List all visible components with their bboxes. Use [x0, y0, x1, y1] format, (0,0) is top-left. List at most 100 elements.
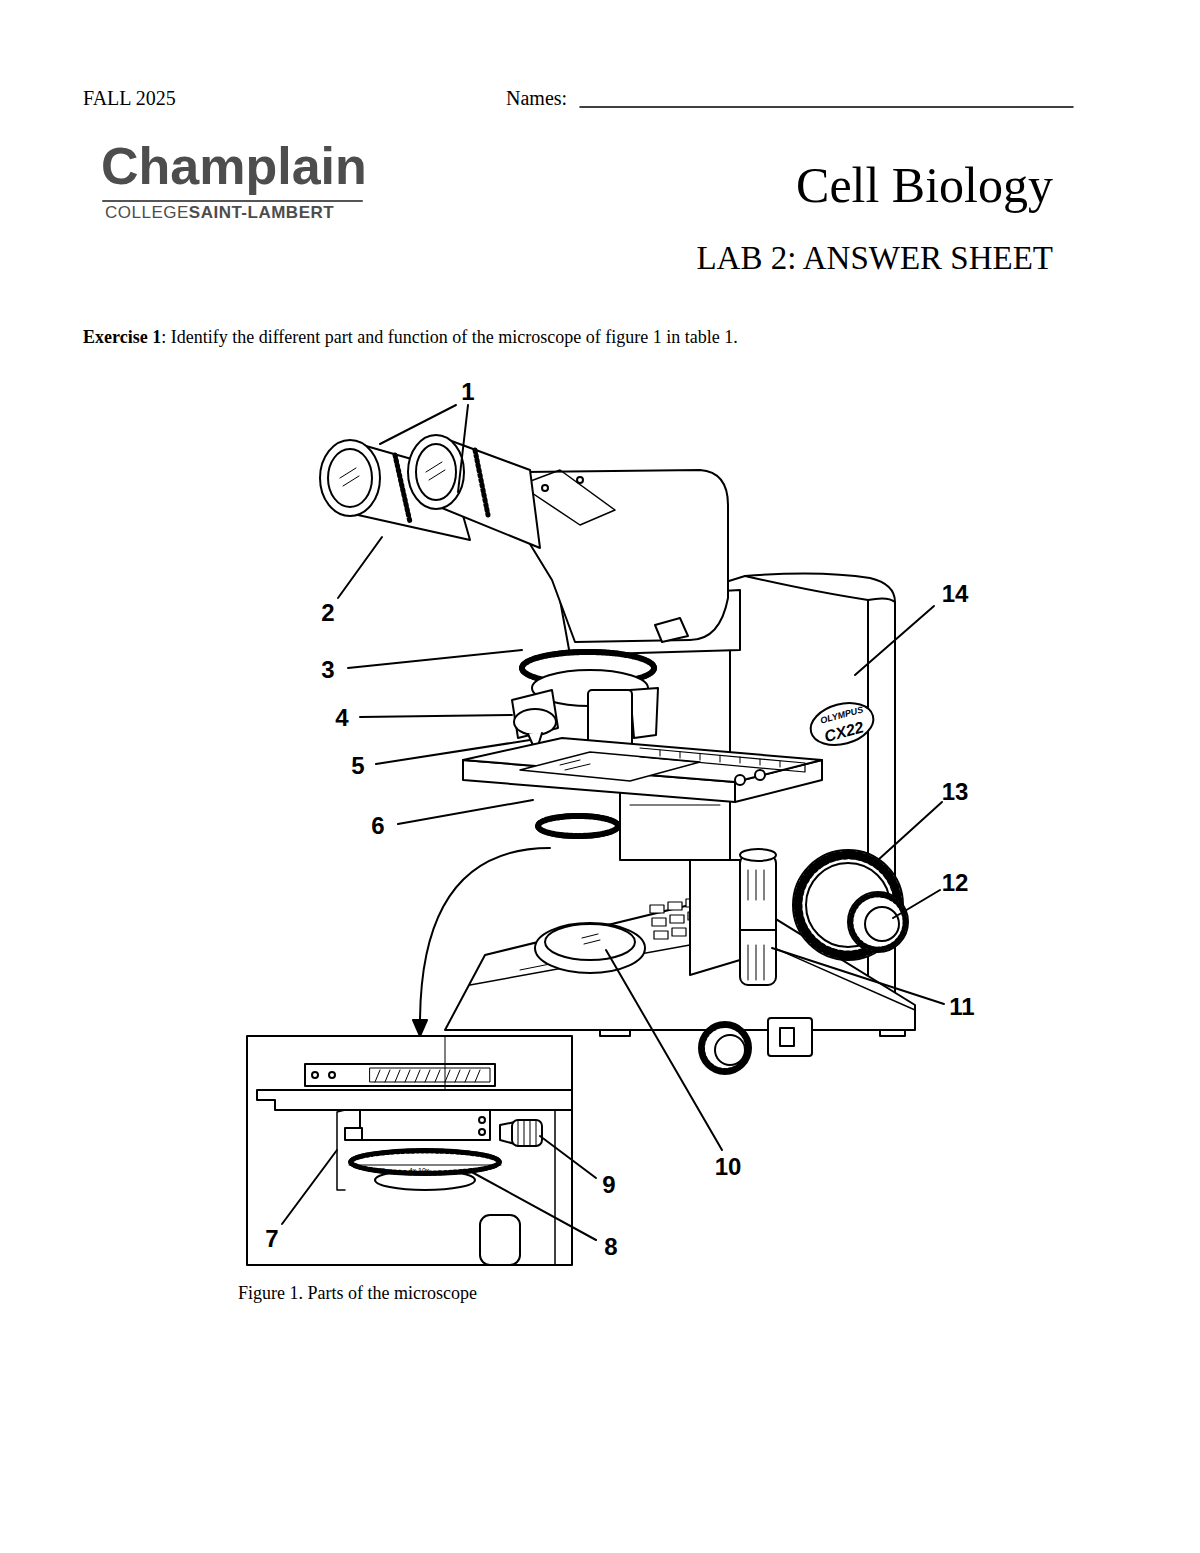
filter-slots — [650, 905, 664, 913]
leader-line — [458, 405, 468, 492]
microscope-arm — [868, 598, 895, 602]
condenser-ring — [538, 816, 618, 836]
microscope-head — [542, 485, 548, 491]
callout-number: 9 — [602, 1172, 615, 1198]
leader-line — [772, 948, 944, 1004]
header-text: Names: — [506, 87, 567, 109]
inset-stage — [370, 1068, 490, 1082]
stage-control — [740, 855, 776, 985]
stage — [640, 748, 805, 772]
callout-number: 11 — [949, 994, 974, 1020]
instruction-text: Exercise 1 — [83, 328, 161, 348]
fine-focus-knob — [848, 892, 908, 952]
microscope-head — [655, 618, 688, 642]
light-source — [584, 940, 600, 944]
eyepiece — [416, 444, 456, 500]
microscope-head — [577, 477, 583, 483]
stage-control — [740, 929, 776, 931]
inset-stage — [312, 1072, 318, 1078]
stage-control — [748, 870, 749, 900]
stage — [520, 752, 700, 781]
header-text: FALL 2025 — [83, 87, 176, 109]
instruction-text: : Identify the different part and functi… — [161, 328, 737, 348]
leader-line — [878, 802, 942, 860]
leader-line — [606, 950, 722, 1150]
subtitle: LAB 2: ANSWER SHEET — [696, 240, 1053, 276]
eyepiece — [328, 449, 372, 507]
stage — [463, 738, 822, 782]
condenser-ring — [536, 814, 620, 838]
stage-column — [630, 805, 720, 806]
inset-condenser — [345, 1128, 362, 1140]
inset-stage — [257, 1090, 572, 1110]
inset-stage — [257, 1036, 572, 1265]
leader-line — [855, 606, 934, 675]
inset-stage — [305, 1064, 495, 1086]
leader-line — [468, 1170, 596, 1240]
stage-column — [690, 860, 740, 975]
microscope-base — [600, 1030, 630, 1036]
leader-line — [376, 740, 530, 764]
microscope-base — [880, 1030, 905, 1036]
fine-focus-knob — [865, 907, 899, 941]
brand-badge — [806, 696, 878, 751]
brand-badge — [806, 696, 878, 751]
callout-number: 1 — [461, 379, 474, 405]
eyepiece — [429, 470, 445, 480]
inset-condenser — [518, 1120, 536, 1146]
leader-line — [398, 800, 533, 824]
inset-stage — [480, 1215, 520, 1265]
inset-stage — [554, 1110, 556, 1265]
stage-column — [620, 790, 740, 975]
eyepiece — [475, 450, 488, 515]
inset-stage — [375, 1070, 480, 1082]
callout-number: 3 — [321, 657, 334, 683]
inset-condenser — [360, 1110, 490, 1140]
eyepiece — [320, 440, 380, 516]
inset-frame — [247, 1036, 572, 1265]
stage-control — [764, 870, 765, 900]
header-rule — [580, 106, 1073, 108]
stage — [565, 764, 590, 770]
callout-number: 2 — [321, 600, 334, 626]
eyepiece — [340, 468, 356, 478]
header-rule — [103, 200, 362, 202]
callout-number: 6 — [371, 813, 384, 839]
bracket — [337, 1110, 345, 1190]
filter-slots — [668, 902, 682, 910]
light-source — [535, 923, 645, 973]
intensity-dial — [699, 1022, 751, 1074]
logo-text: SAINT-LAMBERT — [189, 204, 334, 223]
stage-control — [756, 945, 757, 980]
callout-number: 12 — [942, 870, 969, 896]
ring-marking: 4x 10x — [409, 1167, 430, 1175]
stage-control — [740, 849, 776, 861]
eyepiece — [426, 462, 442, 472]
callout-number: 10 — [715, 1154, 742, 1180]
leader-line — [540, 1136, 596, 1178]
callout-number: 13 — [942, 779, 969, 805]
filter-slots — [672, 928, 686, 936]
inset-arrow — [413, 848, 550, 1036]
stage — [660, 750, 780, 767]
logo-text: COLLEGE — [105, 204, 189, 223]
stage — [735, 775, 745, 785]
inset-condenser — [345, 1110, 542, 1190]
fine-focus-knob — [851, 895, 905, 949]
filter-slots — [654, 931, 668, 939]
intensity-dial — [715, 1035, 745, 1065]
stage-control — [748, 945, 749, 980]
objective-lens — [630, 688, 658, 738]
intensity-dial — [702, 1025, 748, 1071]
page-title: Cell Biology — [796, 158, 1053, 213]
inset-stage — [445, 1036, 446, 1090]
leader-line — [360, 715, 512, 717]
figure-caption: Figure 1. Parts of the microscope — [238, 1284, 477, 1304]
filter-slots — [652, 918, 666, 926]
light-source — [545, 924, 635, 960]
power-switch — [780, 1028, 794, 1046]
leader-line — [893, 890, 940, 918]
inset-stage — [329, 1072, 335, 1078]
inset-condenser — [349, 1165, 501, 1166]
power-switch — [768, 1018, 812, 1056]
